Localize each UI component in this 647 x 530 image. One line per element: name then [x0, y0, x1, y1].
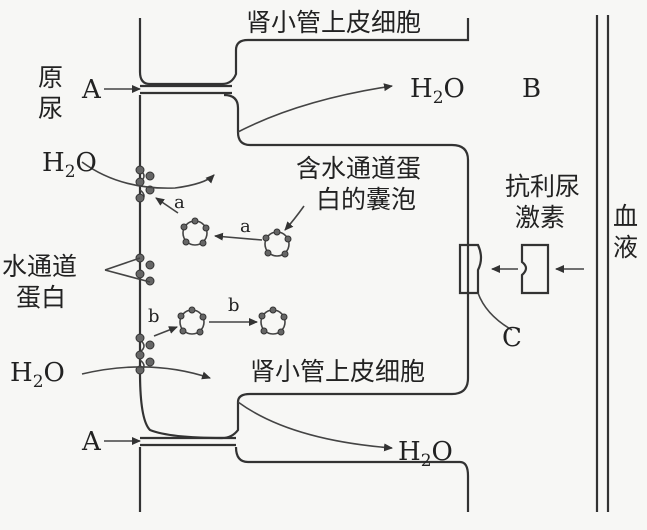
label-adh-1: 抗利尿 — [505, 172, 580, 201]
arrow-water-in-top — [81, 161, 215, 189]
label-water-bottom-right: H2O — [398, 437, 453, 471]
label-water-top-right: H2O — [410, 74, 465, 108]
arrow-water-in-bottom — [81, 366, 211, 380]
membrane-channels-bottom — [135, 333, 155, 375]
vesicle-endocytosis-right — [258, 306, 288, 336]
adh-molecule — [520, 243, 550, 295]
label-a-left: a — [174, 192, 185, 213]
receptor-C — [458, 243, 483, 295]
label-vesicle-1: 含水通道蛋 — [296, 154, 421, 183]
upper-cell-outline — [138, 18, 470, 86]
label-A-top: A — [81, 75, 102, 105]
label-water-channel-2: 蛋白 — [16, 283, 66, 312]
label-adh-2: 激素 — [515, 203, 565, 232]
label-water-bottom-left: H2O — [10, 358, 65, 392]
arrow-vesicle-label — [284, 205, 305, 231]
pointer-water-channel-upper — [104, 257, 141, 271]
arrow-water-out-top — [237, 83, 393, 133]
arrow-a-vesicle-to-vesicle — [214, 232, 263, 241]
label-A-bottom: A — [81, 427, 102, 457]
label-b-right: b — [228, 295, 240, 316]
arrow-a-vesicle-to-membrane — [155, 197, 179, 214]
label-urine-1: 原 — [38, 63, 63, 92]
main-cell-outline — [138, 93, 470, 440]
label-C: C — [502, 323, 522, 353]
arrow-water-out-bottom — [237, 401, 393, 452]
label-a-right: a — [240, 216, 251, 237]
membrane-channels-top — [135, 165, 155, 203]
label-blood-2: 液 — [613, 233, 638, 262]
label-urine-2: 尿 — [38, 94, 63, 123]
label-cell-bottom: 肾小管上皮细胞 — [250, 357, 425, 386]
pointer-water-channel-lower — [104, 269, 151, 283]
vesicle-exocytosis-right — [262, 228, 292, 258]
label-water-channel-1: 水通道 — [2, 252, 77, 281]
vesicle-endocytosis-left — [177, 306, 207, 336]
label-water-top-left: H2O — [42, 148, 97, 182]
label-vesicle-2: 白的囊泡 — [316, 185, 416, 214]
label-B: B — [522, 74, 541, 104]
label-blood-1: 血 — [613, 202, 638, 231]
arrow-b-membrane-to-vesicle — [153, 326, 178, 337]
label-cell-top: 肾小管上皮细胞 — [246, 8, 421, 37]
vesicle-exocytosis-left — [180, 217, 210, 247]
label-b-left: b — [148, 306, 160, 327]
pointer-C — [477, 292, 513, 331]
lower-cell-outline — [138, 446, 470, 512]
